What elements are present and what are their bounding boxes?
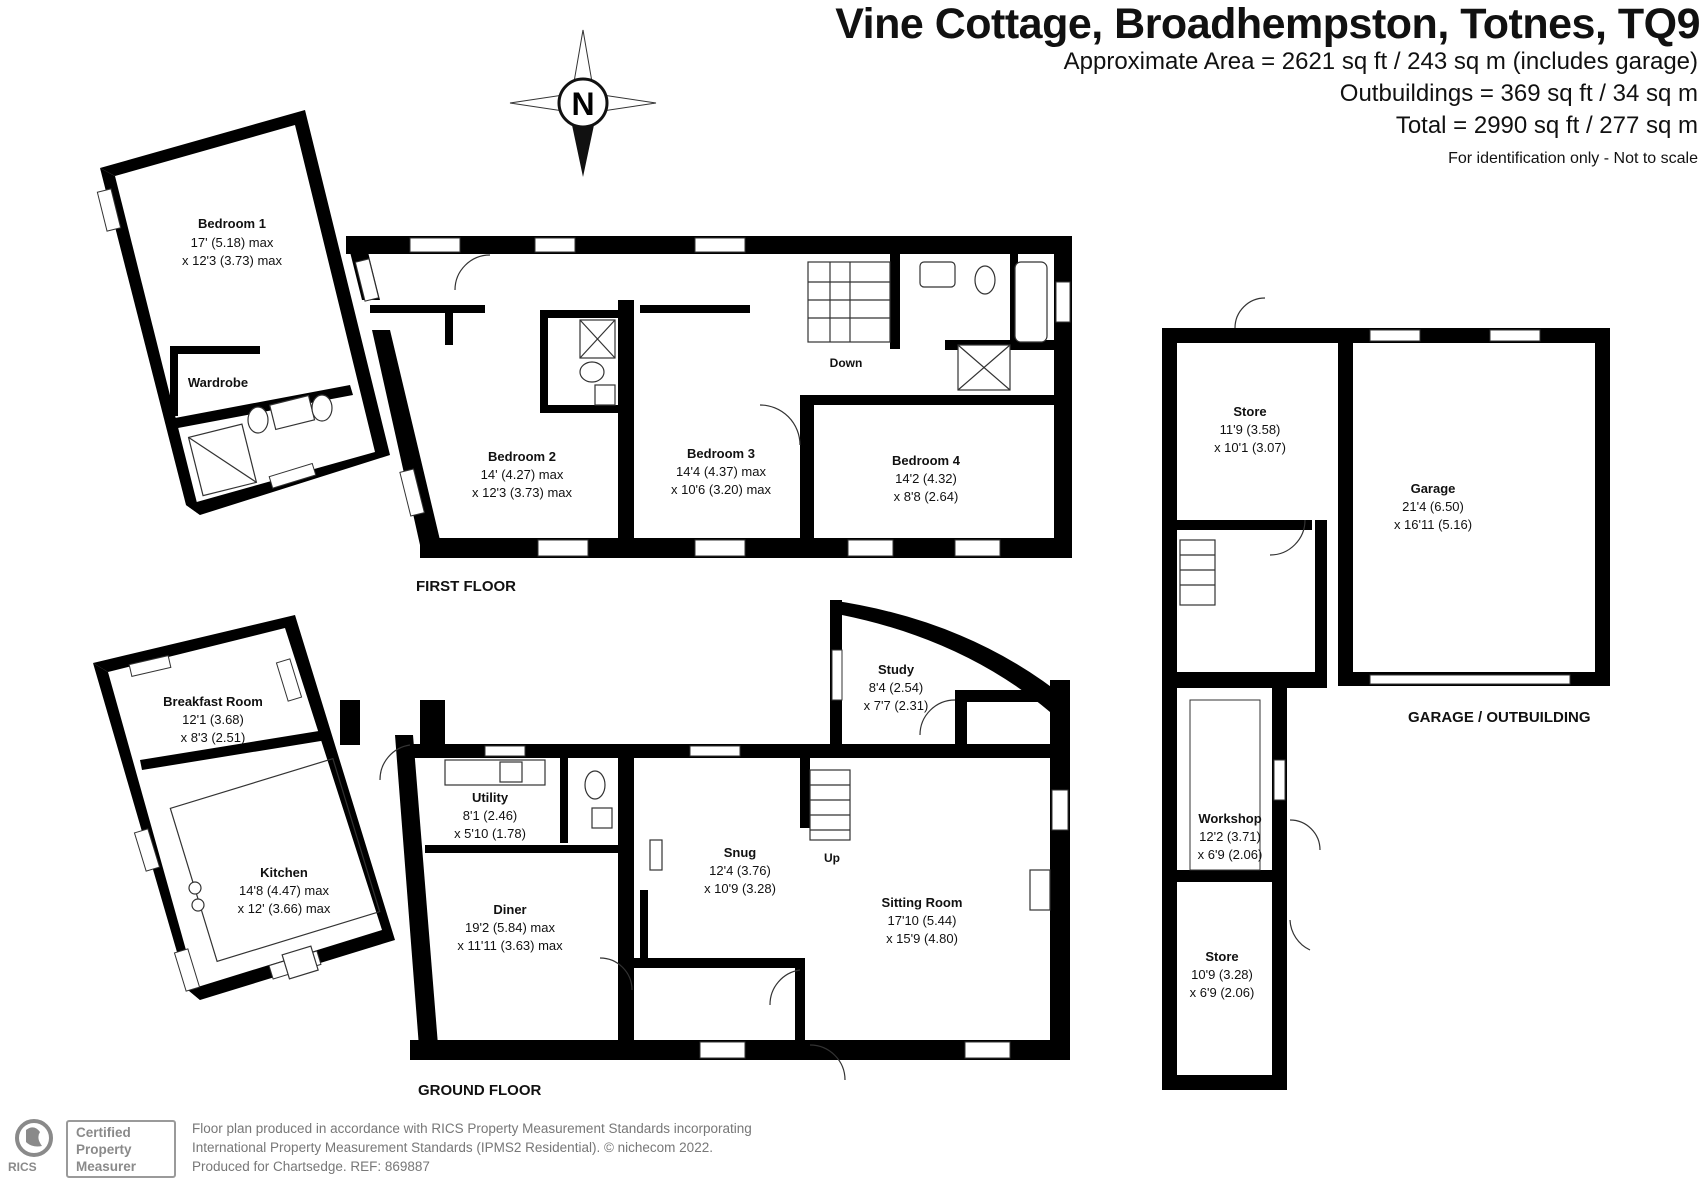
- store2-name: Store: [1205, 949, 1238, 964]
- footer-line: Produced for Chartsedge. REF: 869887: [192, 1159, 430, 1174]
- store1-name: Store: [1233, 404, 1266, 419]
- ground-floor-fittings: [169, 757, 1051, 980]
- bedroom4-dim1: 14'2 (4.32): [895, 471, 957, 486]
- door-swings: [379, 254, 1321, 1081]
- bedroom1-dim1: 17' (5.18) max: [191, 235, 274, 250]
- badge-line: Property: [76, 1142, 132, 1157]
- stairs-down-label: Down: [830, 356, 863, 370]
- kitchen-dim2: x 12' (3.66) max: [238, 901, 331, 916]
- study-dim1: 8'4 (2.54): [869, 680, 924, 695]
- sitting-room-name: Sitting Room: [882, 895, 963, 910]
- sitting-room-dim2: x 15'9 (4.80): [886, 931, 958, 946]
- breakfast-room-name: Breakfast Room: [163, 694, 263, 709]
- wardrobe-name: Wardrobe: [188, 375, 248, 390]
- study-name: Study: [878, 662, 915, 677]
- snug-dim2: x 10'9 (3.28): [704, 881, 776, 896]
- snug-name: Snug: [724, 845, 757, 860]
- study-dim2: x 7'7 (2.31): [864, 698, 929, 713]
- bedroom2-name: Bedroom 2: [488, 449, 556, 464]
- diner-dim2: x 11'11 (3.63) max: [457, 938, 563, 953]
- disclaimer-note: For identification only - Not to scale: [1448, 150, 1698, 167]
- garage-stairs: [1179, 539, 1216, 606]
- snug-dim1: 12'4 (3.76): [709, 863, 771, 878]
- ground-floor-label: GROUND FLOOR: [418, 1082, 541, 1099]
- bedroom3-dim1: 14'4 (4.37) max: [676, 464, 766, 479]
- store1-dim1: 11'9 (3.58): [1220, 422, 1281, 437]
- utility-dim1: 8'1 (2.46): [463, 808, 518, 823]
- first-floor-windows: [96, 188, 1071, 557]
- first-floor-stairs: [807, 261, 891, 343]
- garage-windows: [1189, 329, 1571, 871]
- bedroom3-name: Bedroom 3: [687, 446, 755, 461]
- ground-floor-stairs: [809, 769, 851, 841]
- compass-north-letter: N: [571, 86, 594, 122]
- bedroom3-dim2: x 10'6 (3.20) max: [671, 482, 772, 497]
- store2-dim2: x 6'9 (2.06): [1190, 985, 1255, 1000]
- garage-outbuilding-label: GARAGE / OUTBUILDING: [1408, 709, 1591, 726]
- ground-floor-plan: [93, 600, 1070, 1060]
- badge-line: Certified: [76, 1125, 131, 1140]
- compass-icon: N: [509, 29, 657, 177]
- bedroom1-name: Bedroom 1: [198, 216, 266, 231]
- stairs-up-label: Up: [824, 851, 840, 865]
- garage-dim2: x 16'11 (5.16): [1394, 517, 1472, 532]
- workshop-dim2: x 6'9 (2.06): [1198, 847, 1263, 862]
- footer-line: Floor plan produced in accordance with R…: [192, 1121, 752, 1136]
- bedroom4-dim2: x 8'8 (2.64): [894, 489, 959, 504]
- breakfast-room-dim2: x 8'3 (2.51): [181, 730, 246, 745]
- bedroom2-dim1: 14' (4.27) max: [481, 467, 564, 482]
- workshop-name: Workshop: [1198, 811, 1261, 826]
- workshop-dim1: 12'2 (3.71): [1199, 829, 1261, 844]
- store1-dim2: x 10'1 (3.07): [1214, 440, 1286, 455]
- garage-dim1: 21'4 (6.50): [1402, 499, 1464, 514]
- approximate-area-text: Approximate Area = 2621 sq ft / 243 sq m…: [1063, 48, 1698, 75]
- plan-title: Vine Cottage, Broadhempston, Totnes, TQ9: [835, 0, 1700, 48]
- kitchen-name: Kitchen: [260, 865, 308, 880]
- footer-text: Floor plan produced in accordance with R…: [192, 1119, 752, 1176]
- total-area-text: Total = 2990 sq ft / 277 sq m: [1395, 112, 1698, 139]
- bedroom2-dim2: x 12'3 (3.73) max: [472, 485, 573, 500]
- rics-logo-icon: [15, 1119, 53, 1157]
- room-labels: Bedroom 1 17' (5.18) max x 12'3 (3.73) m…: [163, 216, 1472, 1000]
- first-floor-fittings: [187, 261, 1048, 497]
- utility-dim2: x 5'10 (1.78): [454, 826, 526, 841]
- store2-dim1: 10'9 (3.28): [1191, 967, 1253, 982]
- bedroom4-name: Bedroom 4: [892, 453, 961, 468]
- diner-dim1: 19'2 (5.84) max: [465, 920, 555, 935]
- breakfast-room-dim1: 12'1 (3.68): [182, 712, 244, 727]
- footer-line: International Property Measurement Stand…: [192, 1140, 713, 1155]
- first-floor-label: FIRST FLOOR: [416, 578, 516, 595]
- garage-name: Garage: [1411, 481, 1456, 496]
- utility-name: Utility: [472, 790, 509, 805]
- floor-plan-drawing: N: [93, 29, 1610, 1099]
- certified-property-measurer-badge: Certified Property Measurer: [66, 1120, 176, 1178]
- outbuildings-area-text: Outbuildings = 369 sq ft / 34 sq m: [1339, 80, 1698, 107]
- bedroom1-dim2: x 12'3 (3.73) max: [182, 253, 283, 268]
- kitchen-dim1: 14'8 (4.47) max: [239, 883, 329, 898]
- diner-name: Diner: [493, 902, 526, 917]
- badge-line: Measurer: [76, 1159, 137, 1174]
- sitting-room-dim1: 17'10 (5.44): [888, 913, 957, 928]
- rics-logo-text: RICS: [8, 1160, 37, 1174]
